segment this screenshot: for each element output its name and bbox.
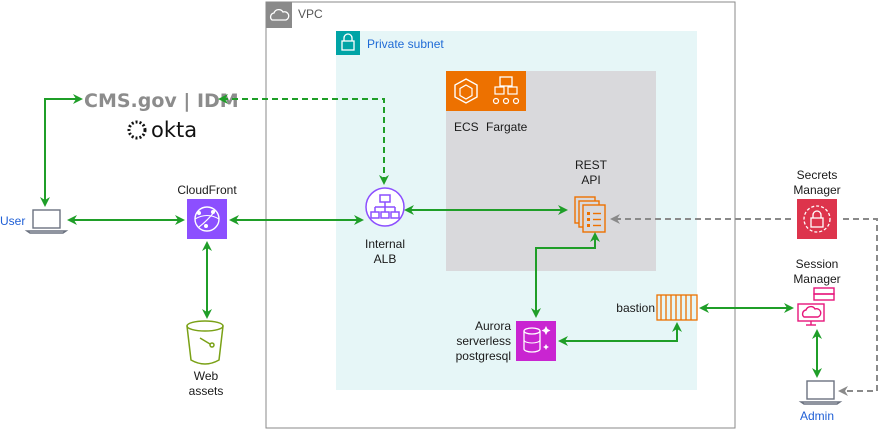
secrets-manager-icon [797, 199, 837, 239]
bastion-label: bastion [616, 301, 655, 315]
aurora-label-line3: postgresql [456, 349, 511, 363]
connectors-green-dashed [218, 94, 389, 185]
vpc-icon [266, 2, 292, 28]
ecs-label: ECS [454, 120, 479, 134]
bastion-icon [656, 294, 698, 321]
aurora-label-line1: Aurora [475, 319, 511, 333]
user-laptop-icon [24, 209, 69, 234]
arrow-restapi-aurora [531, 232, 600, 318]
admin-laptop-icon [798, 380, 843, 405]
arrow-secrets-admin [838, 218, 878, 396]
web-assets-label-line2: assets [189, 384, 224, 398]
rest-api-label-line1: REST [575, 158, 608, 172]
session-manager-label-line2: Manager [793, 272, 840, 286]
arrow-alb-cms [218, 94, 389, 185]
fargate-icon [486, 71, 526, 111]
arrow-aurora-bastion [558, 322, 682, 346]
ecs-icon [446, 71, 486, 111]
user-label: User [0, 214, 25, 228]
internal-alb-label-line1: Internal [365, 237, 405, 251]
okta-logo: okta [127, 118, 197, 142]
rest-api-icon [574, 196, 606, 233]
aurora-label-line2: serverless [456, 334, 511, 348]
web-assets-label-line1: Web [194, 369, 219, 383]
secrets-manager-label-line1: Secrets [797, 168, 838, 182]
aurora-icon [516, 321, 556, 361]
cloudfront-label: CloudFront [177, 183, 237, 197]
cloudfront-icon [187, 199, 227, 239]
internal-alb-label-line2: ALB [374, 252, 397, 266]
lock-icon [336, 31, 360, 55]
vpc-label: VPC [298, 7, 323, 21]
session-manager-label-line1: Session [796, 257, 839, 271]
arrow-user-cms [40, 94, 83, 207]
subnet-label: Private subnet [367, 37, 444, 51]
cms-idm-logo: CMS.gov | IDM [84, 90, 239, 112]
secrets-manager-label-line2: Manager [793, 183, 840, 197]
internal-alb-icon [365, 187, 405, 227]
okta-logo-text: okta [151, 118, 197, 142]
session-manager-icon [797, 287, 835, 326]
s3-bucket-icon [186, 320, 224, 365]
rest-api-label-line2: API [581, 173, 600, 187]
fargate-label: Fargate [486, 120, 528, 134]
connectors-gray-dashed [610, 214, 878, 396]
admin-label: Admin [800, 409, 834, 423]
connectors-green [40, 94, 822, 378]
